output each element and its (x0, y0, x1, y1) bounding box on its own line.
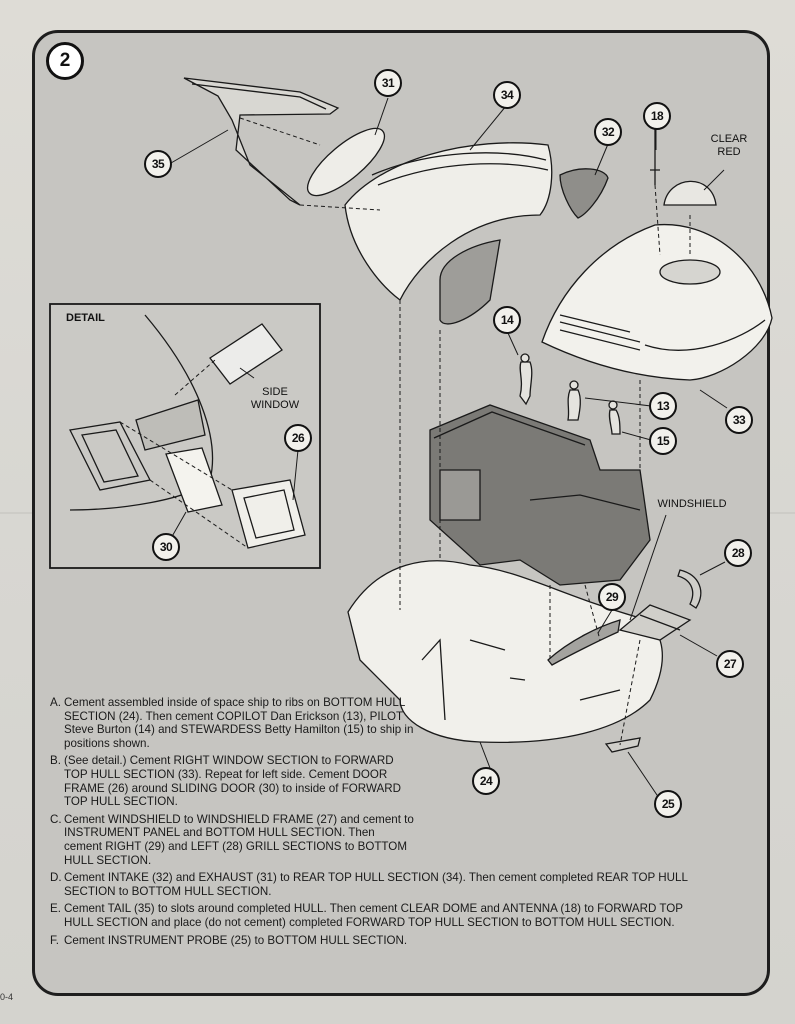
instruction-text: Cement INTAKE (32) and EXHAUST (31) to R… (64, 871, 688, 898)
instruction-text: Cement INSTRUMENT PROBE (25) to BOTTOM H… (64, 933, 408, 947)
callout-35: 35 (144, 150, 172, 178)
instruction-item: E. Cement TAIL (35) to slots around comp… (50, 902, 690, 929)
instruction-letter: D. (50, 871, 62, 885)
detail-title: DETAIL (66, 312, 105, 324)
instruction-text: Cement WINDSHIELD to WINDSHIELD FRAME (2… (64, 812, 414, 867)
corner-mark: 0-4 (0, 992, 14, 1002)
callout-32: 32 (594, 118, 622, 146)
instruction-item: D. Cement INTAKE (32) and EXHAUST (31) t… (50, 871, 690, 898)
instruction-letter: A. (50, 696, 61, 709)
interior-assembly (429, 404, 651, 586)
instruction-item: A. Cement assembled inside of space ship… (50, 696, 414, 750)
callout-15: 15 (649, 427, 677, 455)
bottom-hull (347, 560, 663, 744)
callout-33: 33 (725, 406, 753, 434)
grill-left (677, 569, 702, 609)
exhaust-part (306, 127, 386, 197)
callout-34: 34 (493, 81, 521, 109)
forward-top-hull (541, 223, 773, 381)
callout-29: 29 (598, 583, 626, 611)
tail-part (183, 77, 340, 206)
callout-30: 30 (152, 533, 180, 561)
pilot-figure (519, 361, 533, 406)
step-number: 2 (46, 42, 84, 80)
clear-dome (663, 180, 717, 206)
intake-part (559, 168, 609, 219)
instruction-item: B. (See detail.) Cement RIGHT WINDOW SEC… (50, 754, 414, 808)
callout-26: 26 (284, 424, 312, 452)
instruction-item: F. Cement INSTRUMENT PROBE (25) to BOTTO… (50, 934, 690, 948)
instruction-letter: B. (50, 754, 61, 768)
callout-25: 25 (654, 790, 682, 818)
rear-top-hull (344, 142, 553, 301)
clear-red-label: CLEAR RED (710, 133, 748, 158)
callout-14: 14 (493, 306, 521, 334)
instruction-text: Cement assembled inside of space ship to… (64, 696, 414, 750)
instruction-letter: E. (50, 902, 61, 916)
antenna-part (650, 125, 660, 185)
instruction-text: (See detail.) Cement RIGHT WINDOW SECTIO… (64, 754, 401, 809)
stewardess-figure (608, 409, 621, 435)
callout-18: 18 (643, 102, 671, 130)
callout-24: 24 (472, 767, 500, 795)
callout-28: 28 (724, 539, 752, 567)
windshield-label: WINDSHIELD (657, 498, 727, 510)
side-window-label: SIDE WINDOW (250, 386, 300, 411)
instruction-list: A. Cement assembled inside of space ship… (50, 696, 690, 951)
copilot-figure (567, 389, 581, 421)
callout-13: 13 (649, 392, 677, 420)
sliding-door-part (165, 447, 223, 513)
instruction-letter: F. (50, 933, 60, 947)
side-window-part (209, 323, 283, 385)
callout-27: 27 (716, 650, 744, 678)
instruction-letter: C. (50, 812, 62, 826)
callout-31: 31 (374, 69, 402, 97)
windshield-frame (618, 604, 692, 641)
instrument-probe (604, 737, 641, 753)
instruction-text: Cement TAIL (35) to slots around complet… (64, 902, 683, 929)
instruction-item: C. Cement WINDSHIELD to WINDSHIELD FRAME… (50, 813, 414, 867)
grill-right (547, 619, 621, 666)
